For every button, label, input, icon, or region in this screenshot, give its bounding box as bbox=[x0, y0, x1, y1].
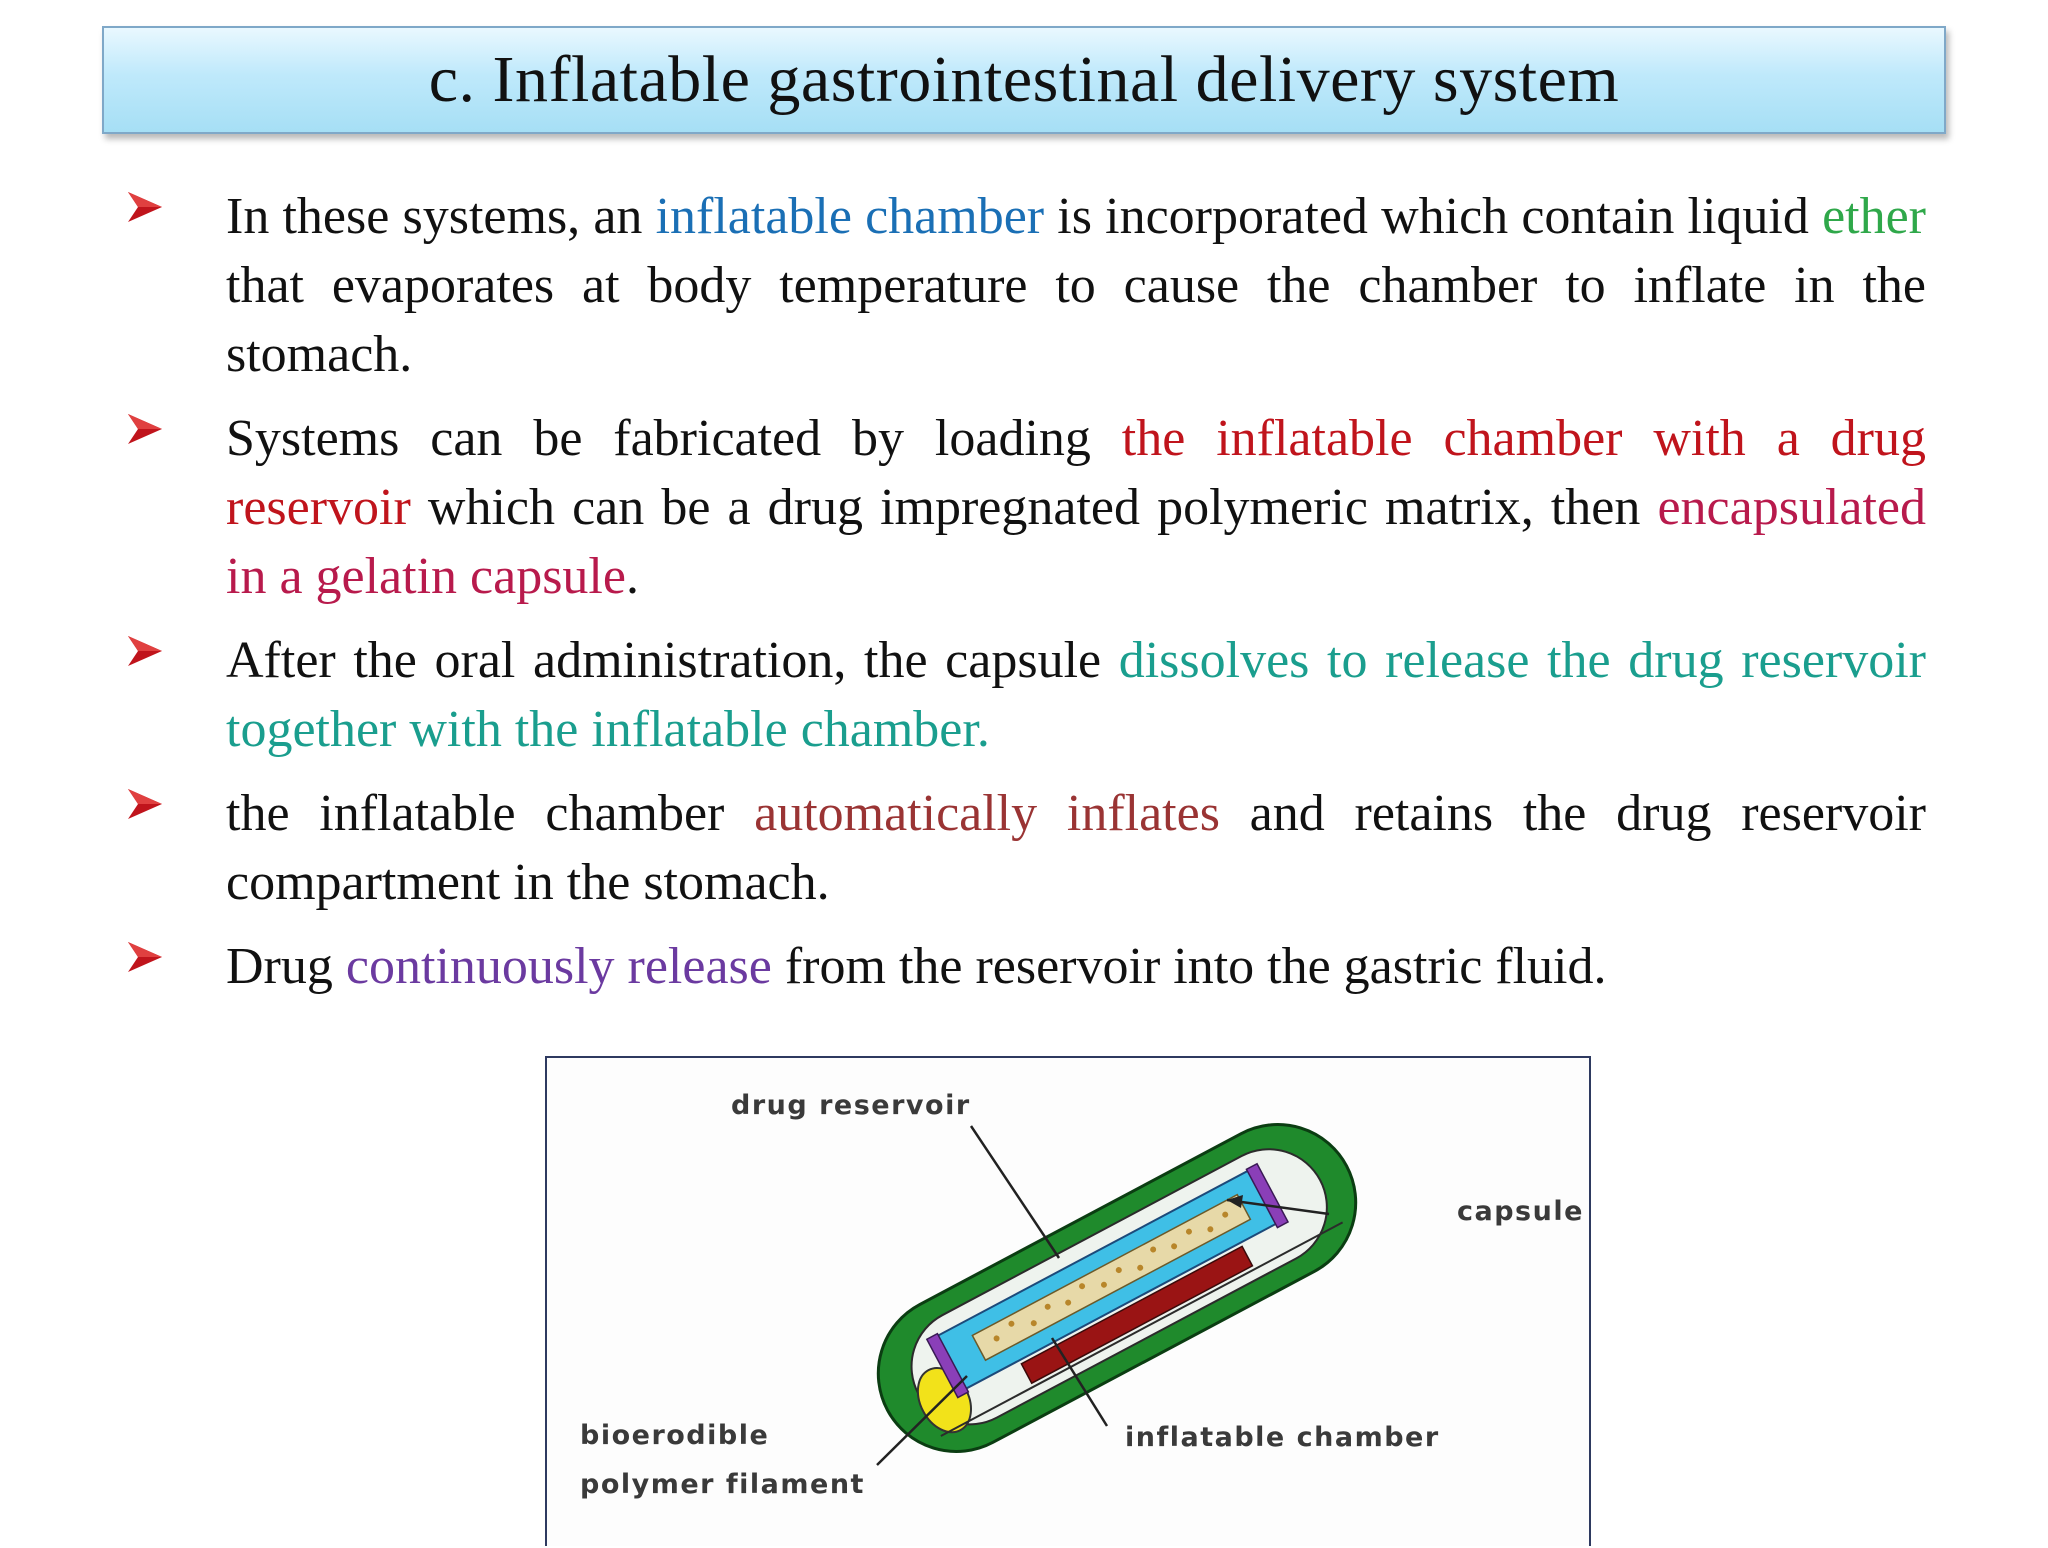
arrow-bullet-icon bbox=[126, 182, 226, 224]
highlight-continuously-release: continuously release bbox=[345, 938, 772, 995]
bullet-item-5: Drug continuously release from the reser… bbox=[126, 932, 1926, 1001]
highlight-inflatable-chamber: inflatable chamber bbox=[655, 188, 1045, 245]
leader-inflatable-chamber bbox=[1050, 1337, 1109, 1427]
label-inflatable-chamber: inflatable chamber bbox=[1125, 1422, 1440, 1453]
capsule-illustration bbox=[876, 1123, 1358, 1466]
slide-title: c. Inflatable gastrointestinal delivery … bbox=[428, 43, 1620, 116]
leader-drug-reservoir bbox=[969, 1125, 1061, 1259]
arrow-bullet-icon bbox=[126, 932, 226, 974]
bullet-text-3: After the oral administration, the capsu… bbox=[226, 632, 1926, 758]
highlight-drug-reservoir: the inflatable chamber with a drug reser… bbox=[226, 410, 1926, 536]
highlight-automatically-inflates: automatically inflates bbox=[754, 785, 1220, 842]
arrow-bullet-icon bbox=[126, 779, 226, 821]
arrow-bullet-icon bbox=[126, 404, 226, 446]
bullet-item-3: After the oral administration, the capsu… bbox=[126, 626, 1926, 764]
bullet-list: In these systems, an inflatable chamber … bbox=[126, 182, 1926, 1016]
highlight-dissolves: dissolves to release the drug reservoir … bbox=[226, 632, 1926, 758]
bullet-text-1: In these systems, an inflatable chamber … bbox=[226, 188, 1926, 383]
label-drug-reservoir: drug reservoir bbox=[731, 1090, 971, 1121]
label-bioerodible: bioerodible bbox=[580, 1420, 770, 1451]
arrow-bullet-icon bbox=[126, 626, 226, 668]
bullet-text-5: Drug continuously release from the reser… bbox=[226, 938, 1607, 995]
bullet-item-4: the inflatable chamber automatically inf… bbox=[126, 779, 1926, 917]
leader-capsule bbox=[1226, 1198, 1330, 1216]
label-polymer-filament: polymer filament bbox=[580, 1469, 865, 1500]
bullet-text-2: Systems can be fabricated by loading the… bbox=[226, 410, 1926, 605]
capsule-diagram: drug reservoir capsule bioerodible polym… bbox=[545, 1056, 1591, 1546]
slide-title-box: c. Inflatable gastrointestinal delivery … bbox=[102, 26, 1946, 134]
bullet-text-4: the inflatable chamber automatically inf… bbox=[226, 785, 1926, 911]
label-capsule: capsule bbox=[1457, 1196, 1584, 1227]
leader-bioerodible bbox=[876, 1375, 968, 1466]
highlight-ether: ether bbox=[1822, 188, 1926, 245]
bullet-item-2: Systems can be fabricated by loading the… bbox=[126, 404, 1926, 611]
bullet-item-1: In these systems, an inflatable chamber … bbox=[126, 182, 1926, 389]
highlight-gelatin-capsule: encapsulated in a gelatin capsule bbox=[226, 479, 1926, 605]
